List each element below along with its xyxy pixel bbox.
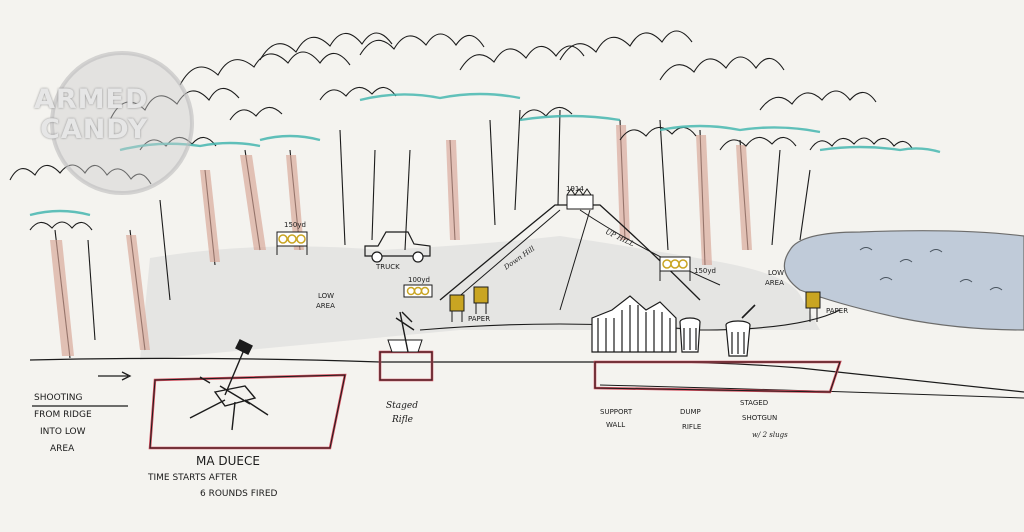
pond: [783, 230, 1024, 331]
label-staged-shotgun-3: w/ 2 slugs: [752, 431, 788, 439]
label-low-area-left-1: LOW: [318, 292, 335, 300]
paper-targets-left: [449, 286, 489, 322]
label-truck: TRUCK: [376, 263, 400, 271]
canopy-teal: [29, 92, 941, 217]
label-paper-left: PAPER: [468, 315, 491, 323]
label-paper-right: PAPER: [826, 307, 849, 315]
label-100yd: 100yd: [408, 276, 430, 284]
label-support-wall-1: SUPPORT: [600, 408, 633, 416]
label-time-2: 6 ROUNDS FIRED: [200, 489, 278, 499]
target-100yd: [403, 284, 433, 298]
label-shooting-3: INTO LOW: [40, 427, 86, 437]
label-staged-shotgun-1: STAGED: [740, 399, 769, 407]
label-support-wall-2: WALL: [606, 421, 626, 429]
label-shooting-2: FROM RIDGE: [34, 410, 92, 420]
label-ma-duece: MA DUECE: [196, 454, 260, 468]
label-150yd-left: 150yd: [284, 221, 306, 229]
tree-canopy: [9, 30, 913, 231]
staged-rifle-stand: [378, 311, 434, 382]
label-dump-rifle-1: DUMP: [680, 408, 701, 416]
paper-target-right: [805, 291, 821, 322]
truck: [364, 231, 431, 263]
pond-waves: [859, 247, 1003, 291]
watermark-line1: ARMED: [34, 84, 149, 115]
hilltop-target: [566, 194, 594, 210]
ma-duece-box: [148, 373, 347, 450]
support-wall: [591, 295, 677, 353]
label-1914: 1914: [566, 185, 584, 193]
dump-rifle-barrel: [679, 317, 701, 353]
label-staged-rifle-1: Staged: [386, 401, 418, 411]
label-dump-rifle-2: RIFLE: [682, 423, 702, 431]
staged-shotgun-barrel: [725, 304, 756, 357]
label-low-area-right-2: AREA: [765, 279, 784, 287]
machine-gun: [189, 339, 269, 431]
label-staged-shotgun-2: SHOTGUN: [742, 414, 778, 422]
watermark-logo: ARMED CANDY: [32, 48, 202, 198]
direction-arrow: [98, 371, 132, 381]
hill-road: [454, 209, 721, 311]
target-150yd-right: [659, 256, 691, 281]
label-low-area-left-2: AREA: [316, 302, 335, 310]
label-low-area-right-1: LOW: [768, 269, 785, 277]
label-shooting-4: AREA: [50, 444, 75, 454]
label-time-1: TIME STARTS AFTER: [148, 473, 238, 483]
label-150yd-right: 150yd: [694, 267, 716, 275]
watermark-line2: CANDY: [40, 114, 149, 145]
trunk-shading: [50, 125, 752, 356]
label-staged-rifle-2: Rifle: [392, 415, 413, 425]
ground-line: [29, 357, 1024, 393]
support-wall-box: [593, 360, 842, 394]
label-shooting-1: SHOOTING: [34, 393, 83, 403]
target-150yd-left: [276, 231, 308, 255]
